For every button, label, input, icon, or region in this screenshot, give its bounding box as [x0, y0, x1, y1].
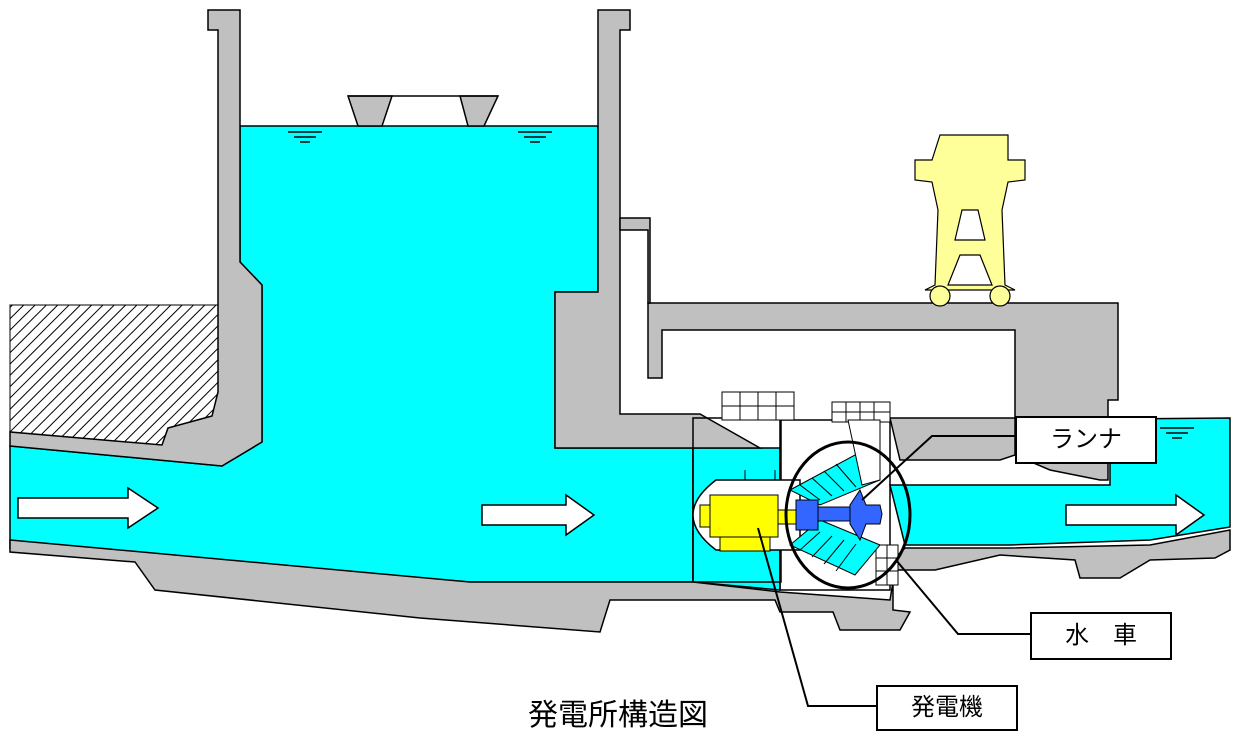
grating [721, 391, 899, 586]
concrete-structure [9, 9, 1231, 633]
water-level-symbols [288, 131, 1194, 439]
runner-leader-line [861, 435, 1015, 501]
flow-arrow-intake [17, 486, 160, 530]
generator-body [699, 494, 797, 552]
leader-lines [757, 435, 1030, 707]
waterwheel-leader-line [895, 559, 1030, 635]
gantry-crane [914, 134, 1026, 307]
generator-leader-line [757, 527, 876, 707]
flow-arrow-tailrace [1065, 493, 1206, 537]
runner-highlight-circle [784, 440, 912, 590]
guide-vanes [788, 419, 881, 576]
generator-label: 発電機 [876, 685, 1018, 731]
flow-arrows [17, 486, 1206, 537]
diagram-caption: 発電所構造図 [528, 698, 708, 733]
runner-body [795, 488, 883, 542]
flow-arrow-chamber [481, 493, 596, 537]
runner-label: ランナ [1015, 416, 1157, 464]
gate [346, 95, 500, 127]
waterwheel-label: 水 車 [1030, 612, 1172, 660]
